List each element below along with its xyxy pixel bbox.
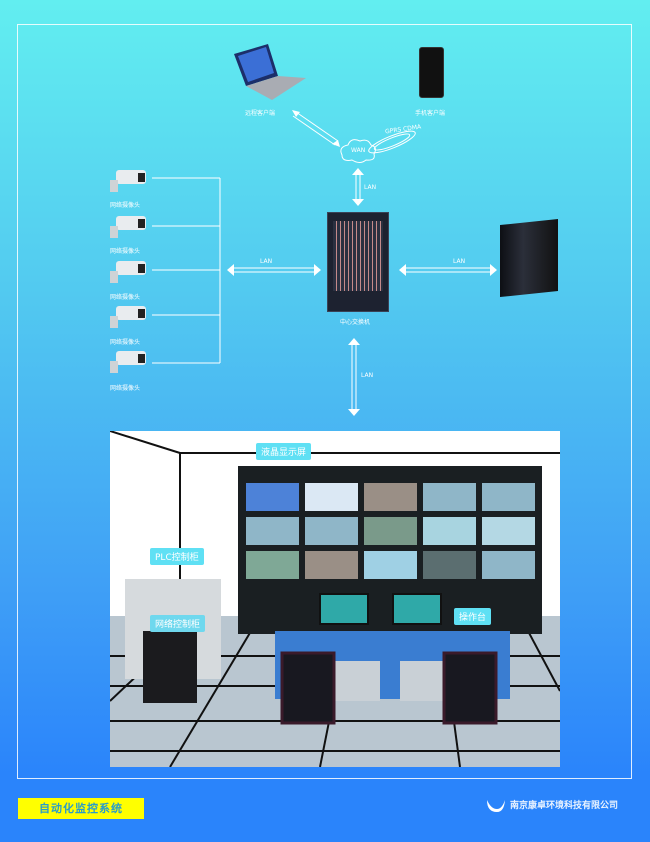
lan-left-label: LAN [260,258,273,265]
network-cabinet-tag: 网络控制柜 [150,615,206,632]
console-tag: 操作台 [454,608,492,625]
system-title-badge: 自动化监控系统 [18,798,144,819]
camera-label: 网络摄像头 [110,385,141,392]
camera-icon [108,304,148,330]
server-icon [500,218,558,298]
central-switch-label: 中心交换机 [340,319,371,326]
camera-label: 网络摄像头 [110,339,141,346]
mobile-phone-icon [419,47,444,98]
remote-client-label: 远程客户端 [245,110,276,117]
company-logo-icon [487,800,505,812]
camera-icon [108,259,148,285]
camera-icon [108,168,148,194]
lan-top-label: LAN [364,184,377,191]
camera-icon [108,214,148,240]
central-switch-icon [327,212,389,312]
camera-icon [108,349,148,375]
video-screens [246,483,535,579]
plc-cabinet-tag: PLC控制柜 [150,548,204,565]
lcd-wall-tag: 液晶显示屏 [256,443,312,460]
control-room-illustration [110,431,560,767]
diagram-frame [17,24,632,779]
mobile-client-label: 手机客户端 [415,110,446,117]
lan-right-label: LAN [453,258,466,265]
lan-bottom-label: LAN [361,372,374,379]
connections [0,0,650,430]
laptop-icon [234,44,306,100]
camera-label: 网络摄像头 [110,248,141,255]
wan-label: WAN [351,147,366,154]
camera-label: 网络摄像头 [110,294,141,301]
company-name: 南京康卓环境科技有限公司 [510,801,619,811]
camera-label: 网络摄像头 [110,202,141,209]
